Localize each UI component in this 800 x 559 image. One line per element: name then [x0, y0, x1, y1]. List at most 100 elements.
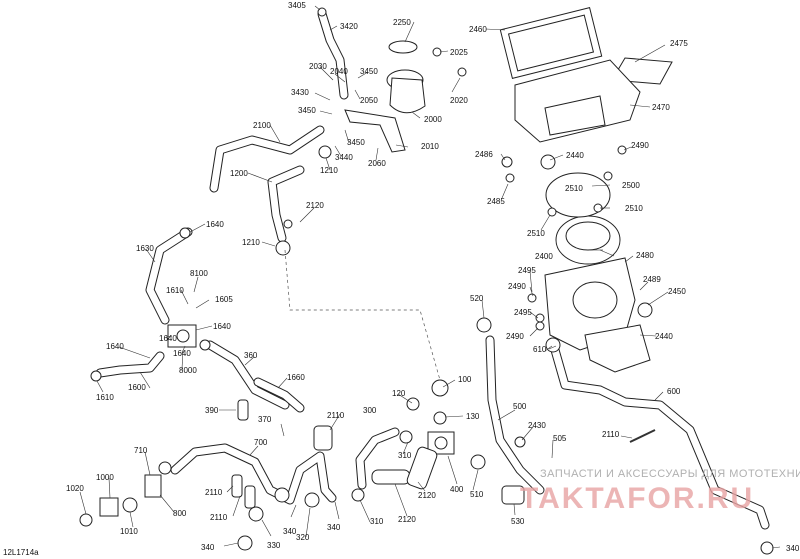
- label-2460: 2460: [469, 25, 487, 34]
- label-2490a: 2490: [631, 141, 649, 150]
- label-530: 530: [511, 517, 525, 526]
- gasket-2110d: [244, 485, 256, 509]
- part-labels: 3405 3420 2250 2460 2475 2025 2030 2040 …: [66, 1, 688, 552]
- label-400: 400: [450, 485, 464, 494]
- label-2495a: 2495: [518, 266, 536, 275]
- label-2490b: 2490: [508, 282, 526, 291]
- fitting-1000: [99, 497, 119, 517]
- label-2040: 2040: [330, 67, 348, 76]
- gasket-2120: [371, 469, 411, 485]
- label-1640e: 1640: [106, 342, 124, 351]
- label-3430: 3430: [291, 88, 309, 97]
- gasket-390: [237, 399, 249, 421]
- label-1640c: 1640: [159, 334, 177, 343]
- label-710: 710: [134, 446, 148, 455]
- figure-ref: 12L1714a: [3, 548, 39, 557]
- label-2000: 2000: [424, 115, 442, 124]
- hose-600: [550, 345, 770, 530]
- label-2485: 2485: [487, 197, 505, 206]
- rod-2110: [629, 429, 656, 443]
- cap-2250: [388, 40, 418, 54]
- label-1640b: 1640: [213, 322, 231, 331]
- label-2050: 2050: [360, 96, 378, 105]
- hose-300: [355, 427, 400, 490]
- duct-2440: [584, 324, 651, 373]
- label-340b: 340: [327, 523, 341, 532]
- label-2120c: 2120: [398, 515, 416, 524]
- label-2510c: 2510: [527, 229, 545, 238]
- label-8000: 8000: [179, 366, 197, 375]
- fan-housing-2480: [544, 257, 636, 351]
- label-1010: 1010: [120, 527, 138, 536]
- label-1610b: 1610: [96, 393, 114, 402]
- label-3440: 3440: [335, 153, 353, 162]
- watermark-line1: ЗАПЧАСТИ И АКСЕССУАРЫ ДЛЯ МОТОТЕХНИКИ: [540, 468, 800, 480]
- label-1630: 1630: [136, 244, 154, 253]
- label-2030: 2030: [309, 62, 327, 71]
- label-8100: 8100: [190, 269, 208, 278]
- label-3405: 3405: [288, 1, 306, 10]
- label-500: 500: [513, 402, 527, 411]
- label-1640a: 1640: [206, 220, 224, 229]
- label-2470: 2470: [652, 103, 670, 112]
- label-1600: 1600: [128, 383, 146, 392]
- label-3420: 3420: [340, 22, 358, 31]
- hose-1660: [253, 377, 305, 413]
- gasket-2110c: [231, 474, 243, 498]
- label-700: 700: [254, 438, 268, 447]
- label-610: 610: [533, 345, 547, 354]
- hose-500: [485, 335, 545, 495]
- label-1610a: 1610: [166, 286, 184, 295]
- label-310a: 310: [398, 451, 412, 460]
- label-340c: 340: [201, 543, 215, 552]
- label-2486: 2486: [475, 150, 493, 159]
- watermark-line2: TAKTAFOR.RU: [520, 482, 754, 515]
- hose-1630: [145, 227, 193, 325]
- label-330: 330: [267, 541, 281, 550]
- label-2430: 2430: [528, 421, 546, 430]
- hose-360: [205, 340, 290, 410]
- clamps: [79, 7, 774, 555]
- label-505: 505: [553, 434, 567, 443]
- label-2110d: 2110: [210, 513, 228, 522]
- label-390: 390: [205, 406, 219, 415]
- hose-1600: [95, 351, 165, 378]
- leader-lines: [79, 5, 781, 549]
- label-1000: 1000: [96, 473, 114, 482]
- label-2110c: 2110: [205, 488, 223, 497]
- hose-2100: [209, 125, 325, 193]
- label-1210a: 1210: [320, 166, 338, 175]
- label-800: 800: [173, 509, 187, 518]
- label-1200: 1200: [230, 169, 248, 178]
- label-360: 360: [244, 351, 258, 360]
- gasket-530: [501, 485, 525, 505]
- label-2440b: 2440: [655, 332, 673, 341]
- label-3450b: 3450: [298, 106, 316, 115]
- label-2490c: 2490: [506, 332, 524, 341]
- label-2450: 2450: [668, 287, 686, 296]
- fan-motor-2400: [555, 215, 621, 265]
- label-1660: 1660: [287, 373, 305, 382]
- label-2480: 2480: [636, 251, 654, 260]
- label-2495b: 2495: [514, 308, 532, 317]
- hose-3420: [317, 9, 349, 100]
- label-130: 130: [466, 412, 480, 421]
- label-340d: 340: [786, 544, 800, 553]
- expansion-tank-2000: [386, 69, 426, 114]
- label-520: 520: [470, 294, 484, 303]
- label-2489: 2489: [643, 275, 661, 284]
- gasket-2120b: [406, 446, 438, 490]
- label-2500: 2500: [622, 181, 640, 190]
- label-370: 370: [258, 415, 272, 424]
- label-2020: 2020: [450, 96, 468, 105]
- label-2250: 2250: [393, 18, 411, 27]
- label-2510b: 2510: [625, 204, 643, 213]
- gasket-2110: [313, 425, 333, 451]
- label-2475: 2475: [670, 39, 688, 48]
- label-340a: 340: [283, 527, 297, 536]
- label-2120a: 2120: [306, 201, 324, 210]
- label-2400: 2400: [535, 252, 553, 261]
- label-2120b: 2120: [418, 491, 436, 500]
